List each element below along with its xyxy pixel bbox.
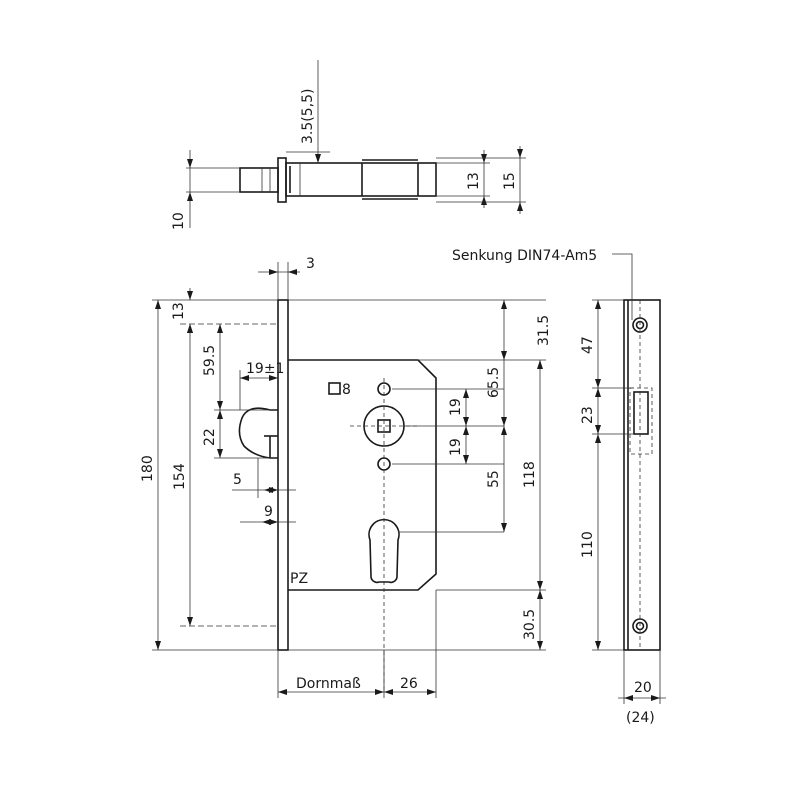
lock-case xyxy=(288,359,437,591)
dim-55: 55 xyxy=(486,470,502,488)
dim-3: 3 xyxy=(306,256,315,272)
latch-opening xyxy=(633,391,649,435)
dim-59-5: 59.5 xyxy=(202,345,218,376)
dim-23: 23 xyxy=(580,406,596,424)
dim-8-label: 8 xyxy=(342,382,351,398)
dim-5: 5 xyxy=(233,472,242,488)
dim-110: 110 xyxy=(580,531,596,558)
dim-180: 180 xyxy=(140,455,156,482)
forend-face xyxy=(623,299,661,651)
dornmass-label: Dornmaß xyxy=(296,676,361,692)
side-view: Senkung DIN74-Am5 47 23 110 20 (24) xyxy=(452,248,666,726)
dim-47: 47 xyxy=(580,336,596,354)
case-top xyxy=(285,162,437,197)
dim-15: 15 xyxy=(502,172,518,190)
dim-3-5: 3.5(5,5) xyxy=(300,89,316,144)
forend-top xyxy=(277,157,287,203)
square-symbol xyxy=(328,382,341,395)
dim-13-front: 13 xyxy=(171,302,187,320)
pz-label: PZ xyxy=(290,571,308,587)
dim-20: 20 xyxy=(634,680,652,696)
profile-cylinder-cutout xyxy=(368,518,400,584)
dim-65-5: 65.5 xyxy=(486,367,502,398)
dim-30-5: 30.5 xyxy=(522,609,538,640)
dim-31-5: 31.5 xyxy=(536,315,552,346)
dim-26: 26 xyxy=(400,676,418,692)
latch-bolt-top xyxy=(239,167,279,193)
spindle-hub xyxy=(363,405,405,447)
dim-118: 118 xyxy=(522,461,538,488)
dim-9: 9 xyxy=(264,504,273,520)
dim-19-upper: 19 xyxy=(448,398,464,416)
front-view: PZ 8 180 13 154 59.5 xyxy=(140,256,552,698)
top-view: 3.5(5,5) 10 13 15 xyxy=(171,60,526,230)
dim-13-top: 13 xyxy=(466,172,482,190)
dim-19-lower: 19 xyxy=(448,438,464,456)
dim-154: 154 xyxy=(172,463,188,490)
dim-10: 10 xyxy=(171,212,187,230)
senkung-label: Senkung DIN74-Am5 xyxy=(452,248,597,264)
dim-19-pm1: 19±1 xyxy=(246,361,284,377)
latch-bolt xyxy=(238,407,278,459)
dim-24: (24) xyxy=(626,710,655,726)
dim-22: 22 xyxy=(202,428,218,446)
forend-front xyxy=(277,299,289,651)
